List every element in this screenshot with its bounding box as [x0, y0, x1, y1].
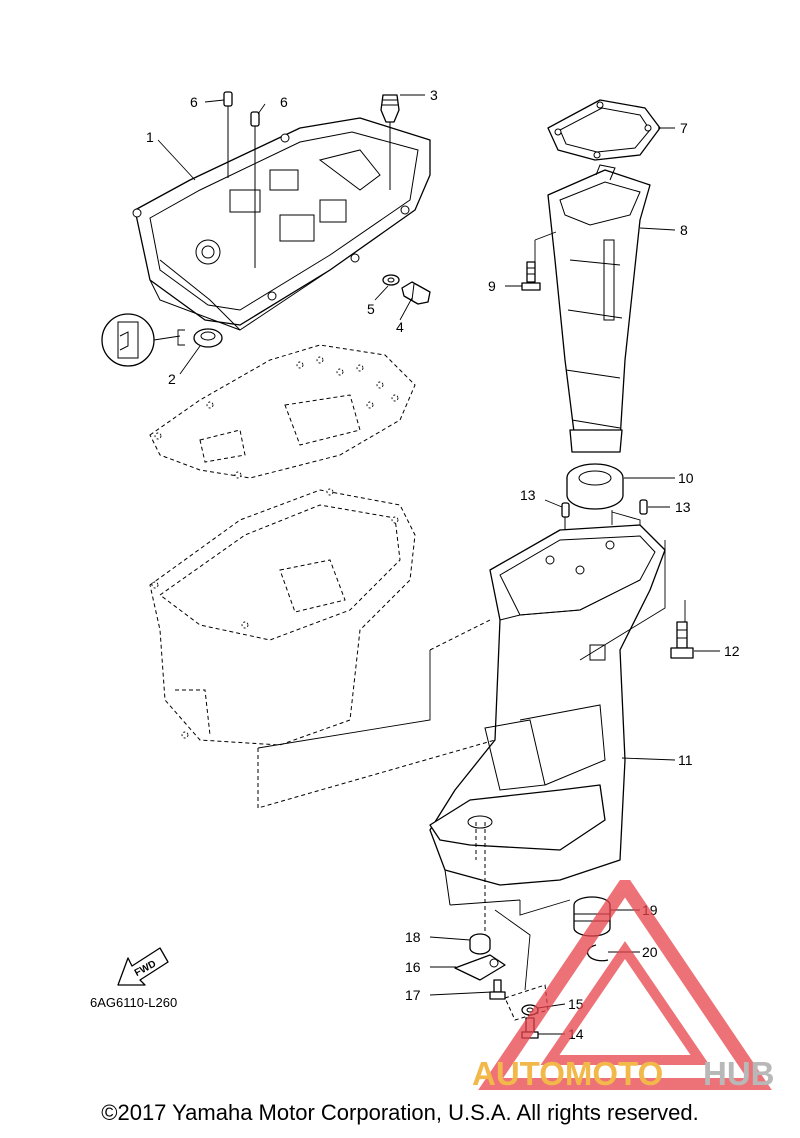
part-5-washer: [382, 274, 400, 286]
part-7-gasket: [547, 99, 661, 161]
callout-6-left: 6: [190, 94, 198, 110]
fwd-arrow: [117, 947, 169, 986]
part-4-bolt: [401, 281, 431, 305]
callout-9: 9: [488, 278, 496, 294]
part-17-bolt: [489, 979, 506, 1000]
callout-13-left: 13: [520, 487, 536, 503]
part-2-oil-seal: [101, 313, 223, 367]
callout-20: 20: [642, 944, 658, 960]
assembly-lines: [257, 510, 686, 991]
copyright-notice: ©2017 Yamaha Motor Corporation, U.S.A. A…: [101, 1100, 699, 1125]
callout-4: 4: [396, 319, 404, 335]
callout-6-right: 6: [280, 94, 288, 110]
callout-2: 2: [168, 371, 176, 387]
callout-16: 16: [405, 959, 421, 975]
watermark-text-hub: HUB: [703, 1055, 775, 1090]
watermark-text-automoto: AUTOMOTO: [472, 1055, 663, 1090]
part-16-gasket: [454, 954, 506, 981]
callout-3: 3: [430, 87, 438, 103]
part-1-upper-casing: [132, 117, 431, 331]
callout-leaders: [157, 94, 720, 1035]
oil-pan-outline: [149, 488, 416, 746]
part-3-plug: [380, 94, 400, 190]
callout-18: 18: [405, 929, 421, 945]
callout-5: 5: [367, 301, 375, 317]
part-11-drive-shaft-housing: [429, 524, 666, 906]
gasket-outline: [149, 344, 416, 479]
part-12-bolt: [670, 621, 694, 659]
callout-10: 10: [678, 470, 694, 486]
watermark-triangle: [478, 880, 772, 1090]
part-9-bolt: [521, 261, 541, 291]
callout-1: 1: [146, 129, 154, 145]
callout-12: 12: [724, 643, 740, 659]
callout-17: 17: [405, 987, 421, 1003]
part-10-seal: [566, 463, 624, 510]
part-18-grommet: [469, 933, 491, 955]
callout-13-right: 13: [675, 499, 691, 515]
callout-7: 7: [680, 120, 688, 136]
callout-11: 11: [678, 752, 693, 768]
part-8-exhaust-pipe: [534, 164, 651, 453]
part-6-dowel-pins: [223, 91, 260, 268]
diagram-code: 6AG6110-L260: [90, 995, 178, 1010]
automotohub-watermark: AUTOMOTO HUB: [472, 880, 775, 1090]
callout-8: 8: [680, 222, 688, 238]
